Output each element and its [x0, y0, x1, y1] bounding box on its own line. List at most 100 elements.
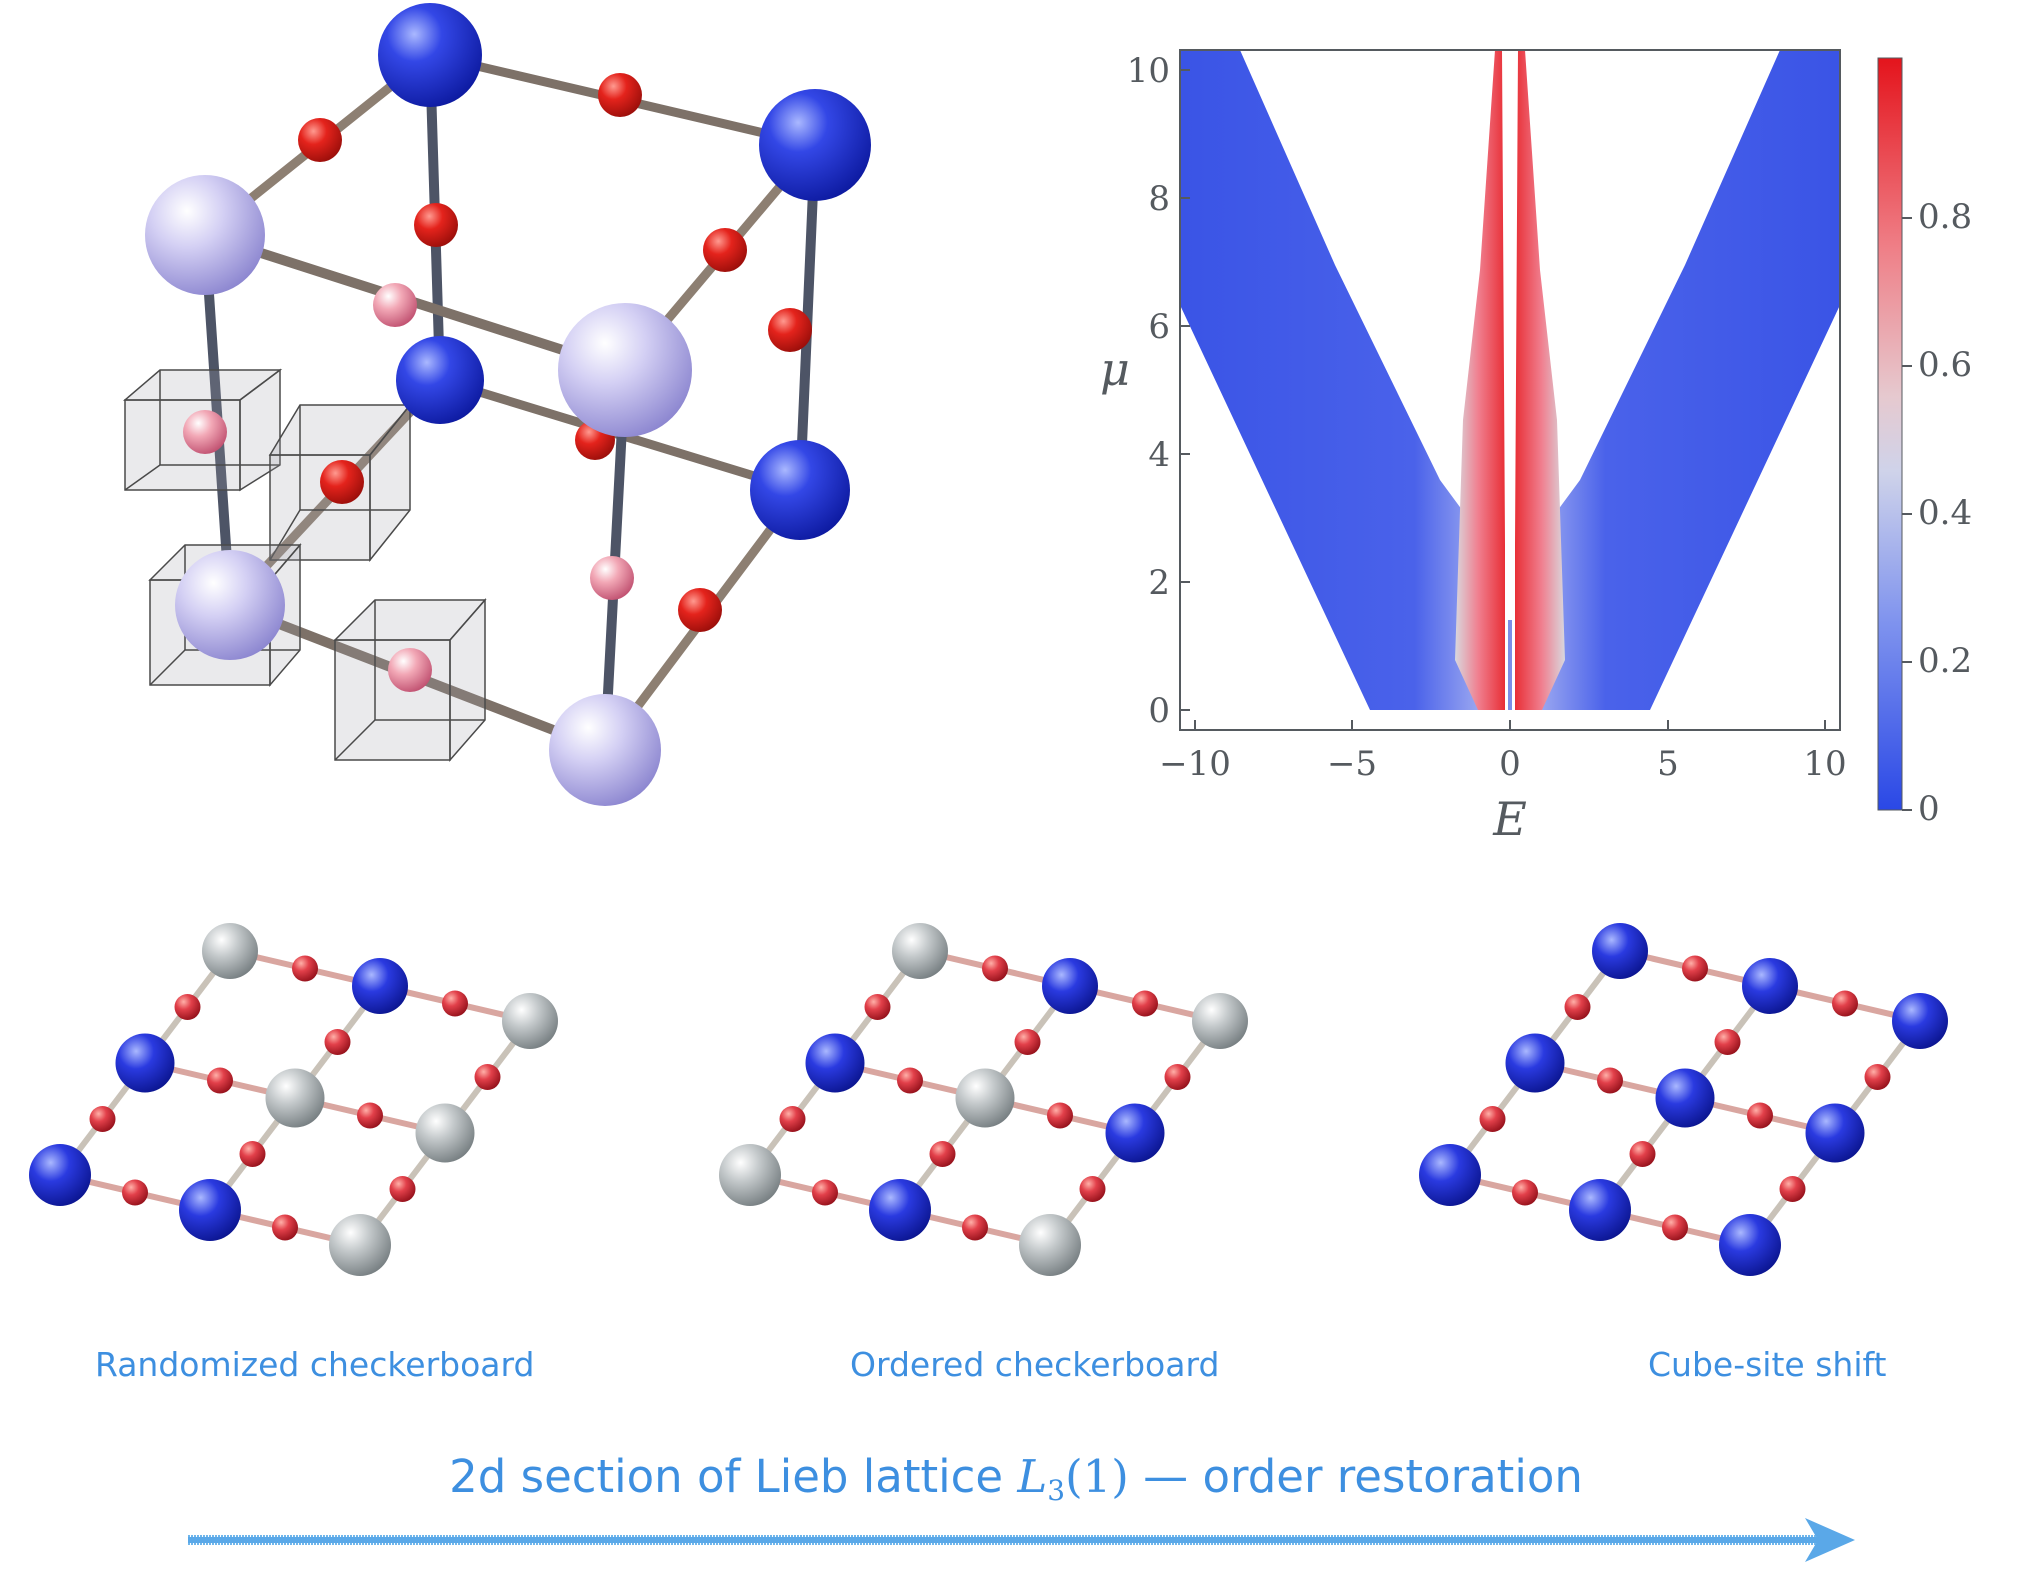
x-tick-label: −10 [1159, 744, 1231, 784]
colorbar-tick-labels: 0 0.2 0.4 0.6 0.8 [1918, 197, 1972, 829]
lattice-corner-site [329, 1214, 391, 1276]
title-arg: (1) [1065, 1450, 1129, 1503]
lattice-edge-site [929, 1141, 956, 1167]
lattice-edge-site [1014, 1029, 1041, 1055]
y-tick-label: 6 [1148, 307, 1170, 347]
lattice-edge-site [442, 990, 468, 1017]
x-tick-labels: −10 −5 0 5 10 [1159, 744, 1847, 784]
edge-site [768, 308, 812, 352]
corner-site [378, 3, 482, 107]
arrow-head [1805, 1518, 1855, 1562]
lattice-sites [719, 923, 1248, 1276]
y-tick-label: 0 [1148, 691, 1170, 731]
lattice-corner-site [265, 1068, 325, 1128]
lattice-corner-site [1505, 1033, 1565, 1093]
colorbar-tick-label: 0.8 [1918, 197, 1972, 237]
lattice-corner-site [29, 1144, 91, 1206]
lattice-edge-site [1864, 1064, 1891, 1090]
lattice-edge-site [1832, 990, 1858, 1017]
lattice-corner-site [502, 993, 558, 1049]
lattice-corner-site [352, 958, 408, 1014]
lattice-edge-site [324, 1029, 351, 1055]
lattice-edge-site [89, 1106, 116, 1132]
y-tick-labels: 0 2 4 6 8 10 [1127, 51, 1170, 731]
caption-cube-shift: Cube-site shift [1648, 1345, 1887, 1384]
lattice-corner-site [115, 1033, 175, 1093]
edge-site [598, 73, 642, 117]
lattice-edge-site [357, 1102, 383, 1129]
lattice-panel-randomized [29, 923, 558, 1276]
edge-site [590, 556, 634, 600]
lattice-edge-site [897, 1067, 923, 1094]
lattice-edge-site [1479, 1106, 1506, 1132]
edge-site [388, 648, 432, 692]
y-tick-label: 2 [1148, 563, 1170, 603]
edge-site [678, 588, 722, 632]
section-title: 2d section of Lieb lattice L3(1) — order… [0, 1450, 2032, 1507]
lattice-corner-site [955, 1068, 1015, 1128]
cube-sites [145, 3, 871, 806]
lattice-edge-site [292, 955, 318, 982]
lattice-edge-site [389, 1176, 416, 1202]
corner-site [759, 89, 871, 201]
lieb-cube-diagram [122, 3, 871, 806]
lattice-edge-site [207, 1067, 233, 1094]
lattice-edge-site [1047, 1102, 1073, 1129]
lattice-edge-site [1512, 1179, 1538, 1206]
lattice-corner-site [202, 923, 258, 979]
lattice-sites [1419, 923, 1948, 1276]
lattice-corner-site [1419, 1144, 1481, 1206]
corner-site [558, 303, 692, 437]
lattice-edge-site [1629, 1141, 1656, 1167]
corner-site [396, 336, 484, 424]
title-math: L [1017, 1450, 1048, 1503]
colorbar-tick-label: 0.6 [1918, 345, 1972, 385]
lattice-edge-site [864, 994, 891, 1020]
edge-site [320, 460, 364, 504]
caption-ordered: Ordered checkerboard [850, 1345, 1220, 1384]
plot-ticks [1180, 69, 1826, 730]
caption-randomized: Randomized checkerboard [95, 1345, 535, 1384]
right-inner-band [1514, 50, 1565, 710]
title-prefix: 2d section of Lieb lattice [449, 1450, 1018, 1503]
lattice-edge-site [962, 1214, 988, 1241]
colorbar-ticks [1902, 217, 1912, 811]
lattice-edge-site [1564, 994, 1591, 1020]
x-tick-label: −5 [1327, 744, 1377, 784]
lattice-edge-site [1079, 1176, 1106, 1202]
x-tick-label: 0 [1499, 744, 1521, 784]
left-outer-band [1180, 50, 1515, 710]
density-plot: 0 2 4 6 8 10 −10 −5 0 5 10 E μ 0 0.2 0.4… [1100, 49, 1972, 846]
y-tick-label: 10 [1127, 51, 1170, 91]
highlight-boxes [122, 368, 487, 762]
lattice-corner-site [1569, 1179, 1631, 1241]
lattice-corner-site [805, 1033, 865, 1093]
lattice-edge-site [1597, 1067, 1623, 1094]
lattice-edge-site [1779, 1176, 1806, 1202]
lattice-edge-site [122, 1179, 148, 1206]
right-outer-band [1505, 50, 1840, 710]
order-restoration-arrow [188, 1518, 1855, 1562]
lattice-edge-site [1714, 1029, 1741, 1055]
lattice-corner-site [869, 1179, 931, 1241]
y-tick-label: 4 [1148, 435, 1170, 475]
y-axis-label: μ [1100, 342, 1130, 396]
lattice-edge-site [474, 1064, 501, 1090]
edge-site [183, 410, 227, 454]
lattice-corner-site [1019, 1214, 1081, 1276]
colorbar-tick-label: 0 [1918, 789, 1940, 829]
lattice-corner-site [179, 1179, 241, 1241]
lattice-corner-site [1805, 1103, 1865, 1163]
lattice-edge-site [1747, 1102, 1773, 1129]
lattice-edge-site [1662, 1214, 1688, 1241]
lattice-edge-site [174, 994, 201, 1020]
colorbar [1877, 57, 1903, 811]
lattice-edge-site [272, 1214, 298, 1241]
edge-site [414, 203, 458, 247]
corner-site [750, 440, 850, 540]
lattice-panel-ordered [719, 923, 1248, 1276]
corner-site [145, 175, 265, 295]
lattice-corner-site [1742, 958, 1798, 1014]
lattice-edge-site [1164, 1064, 1191, 1090]
colorbar-tick-label: 0.2 [1918, 641, 1972, 681]
